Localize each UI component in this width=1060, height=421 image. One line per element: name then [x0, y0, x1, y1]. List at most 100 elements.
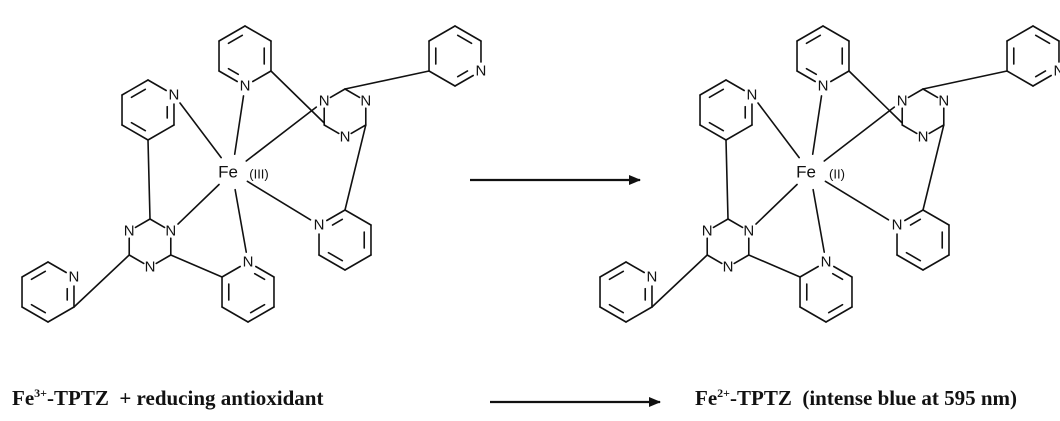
right-pyridine-upper-right-double-bond [1034, 34, 1051, 45]
right-pyridine-lower-right-bond [832, 265, 853, 278]
right-coordination-bond [755, 183, 798, 225]
left-link-bond [344, 124, 367, 211]
right-pyridine-upper-nitrogen: N [818, 78, 829, 95]
right-pyridine-left-double-bond [708, 121, 725, 132]
left-pyridine-lower-right-bond [221, 306, 249, 323]
left-triazine-upper-bond [323, 124, 340, 135]
left-triazine-upper-nitrogen: N [360, 93, 371, 110]
left-pyridine-left-nitrogen: N [169, 87, 180, 104]
left-pyridine-lower-left-bond [47, 306, 75, 323]
right-pyridine-coordinating-right-nitrogen: N [892, 217, 903, 234]
right-pyridine-lower-left-bond [599, 306, 627, 323]
right-pyridine-upper-double-bond [805, 34, 822, 45]
left-pyridine-lower-left-double-bond [30, 303, 47, 314]
right-pyridine-lower-left-double-bond [608, 303, 625, 314]
product-caption: Fe2+-TPTZ (intense blue at 595 nm) [695, 386, 1017, 411]
right-pyridine-coordinating-right-double-bond [905, 251, 922, 262]
right-triazine-upper-nitrogen: N [918, 129, 929, 146]
right-link-bond [922, 70, 1008, 90]
left-pyridine-lower-left-bond [21, 261, 49, 278]
right-coordination-bond [811, 95, 823, 156]
left-link-bond [344, 70, 430, 90]
left-pyridine-coordinating-right-bond [344, 254, 372, 271]
left-pyridine-coordinating-right-double-bond [327, 251, 344, 262]
right-pyridine-left-bond [725, 79, 745, 92]
right-triazine-lower-bond [733, 254, 750, 265]
left-pyridine-coordinating-right-bond [344, 209, 372, 226]
right-pyridine-upper-bond [829, 70, 850, 83]
left-pyridine-lower-right-bond [254, 265, 275, 278]
left-link-bond [73, 254, 131, 308]
right-pyridine-lower-left-bond [625, 306, 653, 323]
right-triazine-upper-bond [907, 88, 924, 99]
left-pyridine-coordinating-right-bond [318, 254, 346, 271]
left-pyridine-left-double-bond [130, 121, 147, 132]
left-pyridine-upper-right-double-bond [456, 34, 473, 45]
left-triazine-lower-nitrogen: N [124, 223, 135, 240]
right-pyridine-upper-bond [796, 25, 824, 42]
right-pyridine-lower-left-bond [625, 261, 645, 274]
left-triazine-upper-bond [329, 88, 346, 99]
left-coordination-bond [245, 106, 318, 162]
left-pyridine-lower-left-nitrogen: N [69, 269, 80, 286]
right-coordination-bond [823, 106, 896, 162]
right-pyridine-coordinating-right-double-bond [909, 218, 922, 226]
left-triazine-lower-bond [149, 218, 166, 229]
right-triazine-lower-bond [727, 218, 744, 229]
left-pyridine-lower-left-bond [21, 306, 49, 323]
right-coordination-bond [824, 180, 890, 221]
left-pyridine-coordinating-right-bond [326, 209, 346, 222]
left-pyridine-coordinating-right-double-bond [331, 218, 344, 226]
right-pyridine-lower-right-double-bond [831, 272, 844, 281]
left-pyridine-left-bond [147, 79, 167, 92]
left-pyridine-upper-right-double-bond [456, 70, 469, 78]
left-pyridine-lower-left-bond [47, 261, 67, 274]
left-triazine-upper-bond [344, 88, 361, 99]
left-pyridine-upper-bond [244, 25, 272, 42]
left-pyridine-upper-right-bond [454, 25, 482, 42]
right-link-bond [747, 254, 801, 278]
right-link-bond [651, 254, 709, 308]
product-note: (intense blue at 595 nm) [802, 386, 1018, 410]
right-pyridine-coordinating-right-bond [922, 254, 950, 271]
left-triazine-upper-nitrogen: N [340, 129, 351, 146]
left-pyridine-left-bond [121, 79, 149, 96]
left-pyridine-lower-right-double-bond [253, 272, 266, 281]
right-pyridine-left-double-bond [708, 88, 725, 99]
right-pyridine-lower-right-double-bond [827, 303, 844, 314]
right-pyridine-upper-right-bond [1006, 25, 1034, 42]
left-pyridine-lower-left-double-bond [30, 270, 47, 281]
right-pyridine-coordinating-right-bond [896, 254, 924, 271]
reactant-metal: Fe [12, 386, 35, 410]
left-pyridine-left-double-bond [130, 88, 147, 99]
right-pyridine-upper-bond [796, 70, 817, 83]
right-pyridine-upper-right-nitrogen: N [1054, 63, 1060, 80]
reactant-caption: Fe3+-TPTZ + reducing antioxidant [12, 386, 323, 411]
left-coordination-bond [179, 102, 222, 159]
left-pyridine-left-bond [147, 124, 175, 141]
reactant-ligand: -TPTZ [47, 386, 109, 410]
reactant-charge: 3+ [34, 386, 47, 400]
right-iron-atom: Fe [796, 163, 816, 182]
left-pyridine-upper-right-bond [428, 70, 456, 87]
right-triazine-upper-bond [928, 124, 945, 135]
right-triazine-lower-nitrogen: N [743, 223, 754, 240]
left-triazine-lower-bond [155, 254, 172, 265]
right-pyridine-upper-right-double-bond [1034, 70, 1047, 78]
left-pyridine-upper-right-bond [428, 25, 456, 42]
right-triazine-lower-bond [712, 218, 729, 229]
right-oxidation-state: (II) [829, 167, 845, 182]
left-pyridine-lower-right-bond [221, 265, 242, 278]
right-pyridine-coordinating-right-bond [904, 209, 924, 222]
right-pyridine-left-nitrogen: N [747, 87, 758, 104]
left-pyridine-upper-right-nitrogen: N [476, 63, 487, 80]
left-triazine-lower-nitrogen: N [145, 259, 156, 276]
left-coordination-bond [233, 95, 245, 156]
right-triazine-lower-bond [706, 254, 723, 265]
left-triazine-upper-nitrogen: N [319, 93, 330, 110]
right-coordination-bond [757, 102, 800, 159]
right-triazine-upper-bond [922, 88, 939, 99]
